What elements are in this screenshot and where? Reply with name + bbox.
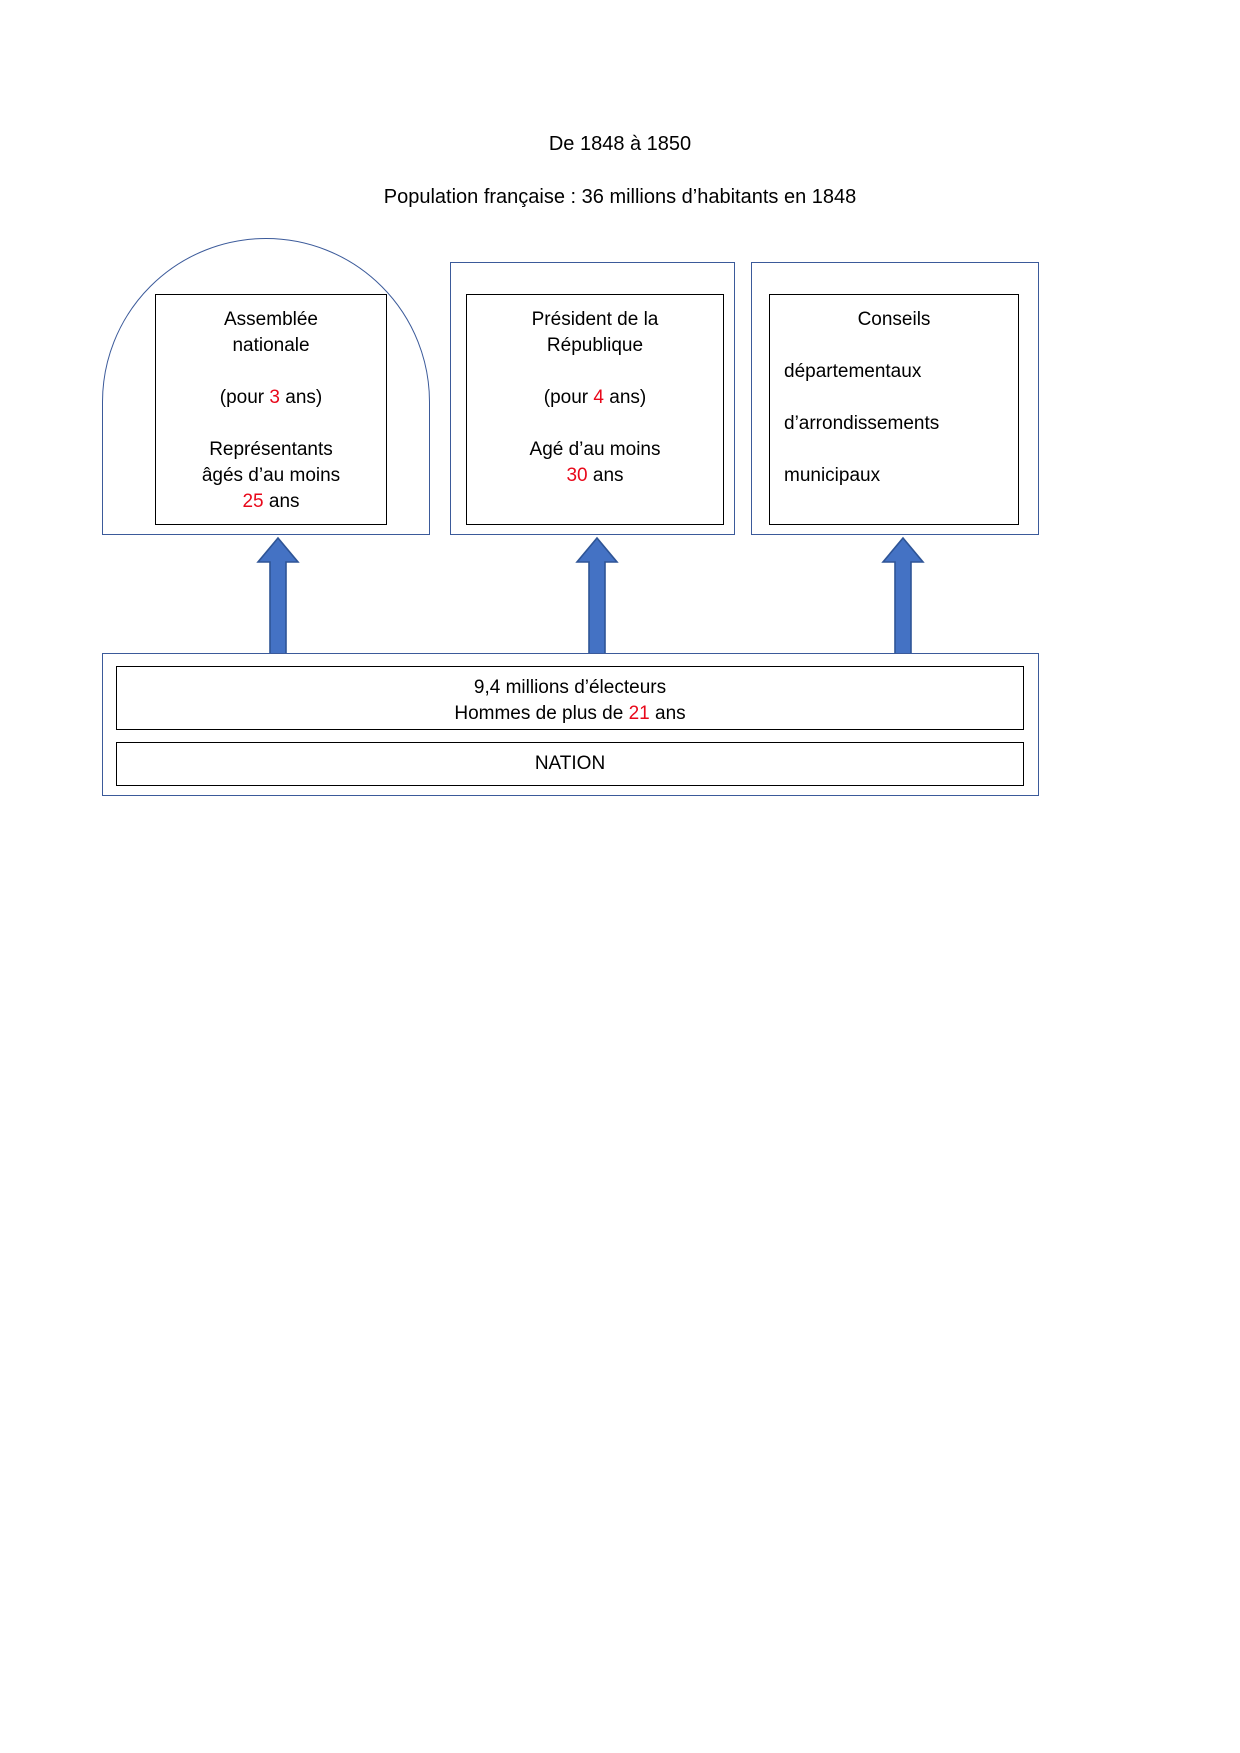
assemblee-line-4: âgés d’au moins [201,465,341,486]
conseils-line-2: départementaux [784,361,922,382]
president-line-3: Agé d’au moins [529,439,661,460]
electorate-criteria-post: ans [649,703,686,724]
page-subtitle: Population française : 36 millions d’hab… [383,186,857,208]
assemblee-line-1: Assemblée [224,309,318,330]
assemblee-spacer-2 [156,411,386,437]
president-spacer-1 [467,359,723,385]
president-spacer-2 [467,411,723,437]
nation-shell: 9,4 millions d’électeurs Hommes de plus … [102,653,1039,796]
page-title: De 1848 à 1850 [548,133,692,155]
assemblee-min-age-post: ans [263,491,300,512]
electorate-box[interactable]: 9,4 millions d’électeurs Hommes de plus … [116,666,1024,730]
assemblee-nationale-box[interactable]: Assemblée nationale (pour 3 ans) Représe… [155,294,387,525]
assemblee-min-age: 25 ans [156,489,386,515]
conseils-line-4: municipaux [784,465,881,486]
president-term: (pour 4 ans) [467,385,723,411]
president-min-age-value: 30 [566,465,588,486]
assemblee-term-post: ans) [279,387,323,408]
assemblee-term: (pour 3 ans) [156,385,386,411]
assemblee-min-age-value: 25 [242,491,264,512]
president-republique-box[interactable]: Président de la République (pour 4 ans) … [466,294,724,525]
assemblee-term-value: 3 [269,387,280,408]
president-term-pre: (pour [543,387,594,408]
president-line-1: Président de la [531,309,659,330]
president-line-2: République [546,335,644,356]
assemblee-line-3: Représentants [209,439,333,460]
president-min-age: 30 ans [467,463,723,489]
conseils-line-3: d’arrondissements [784,413,940,434]
arrow-to-conseils-icon [881,536,925,656]
conseils-box[interactable]: Conseils départementaux d’arrondissement… [769,294,1019,525]
president-term-post: ans) [603,387,647,408]
arrow-to-assemblee-icon [256,536,300,656]
electorate-criteria-pre: Hommes de plus de [454,703,629,724]
institutions-row: Assemblée nationale (pour 3 ans) Représe… [0,238,1240,538]
conseils-line-1: Conseils [857,309,931,330]
arrow-to-president-icon [575,536,619,656]
electorate-min-age-value: 21 [628,703,650,724]
nation-label: NATION [534,753,606,774]
assemblee-term-pre: (pour [219,387,270,408]
assemblee-line-2: nationale [232,335,310,356]
assemblee-spacer-1 [156,359,386,385]
president-term-value: 4 [593,387,604,408]
electorate-count: 9,4 millions d’électeurs [473,677,667,698]
nation-label-box[interactable]: NATION [116,742,1024,786]
president-min-age-post: ans [587,465,624,486]
electorate-criteria: Hommes de plus de 21 ans [117,701,1023,727]
